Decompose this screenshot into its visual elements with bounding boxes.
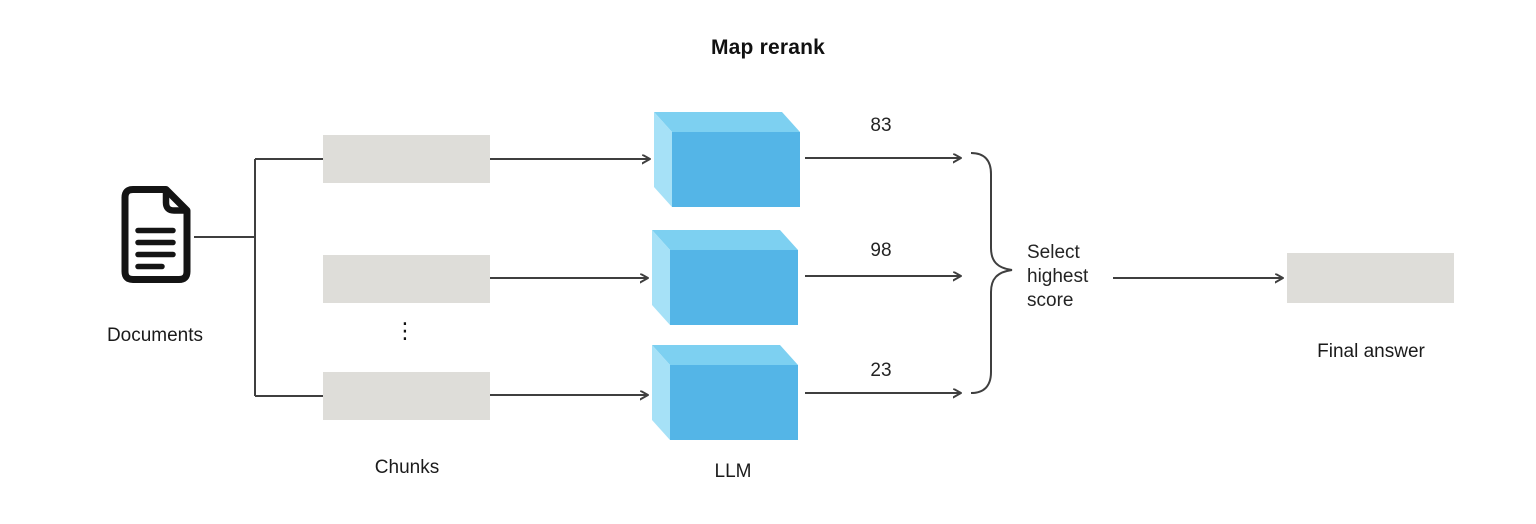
- llm-box-front-face: [670, 250, 798, 325]
- llm-box-top-face: [654, 112, 800, 132]
- chunk-3: [323, 372, 490, 420]
- final-answer-box: [1287, 253, 1454, 303]
- chunks-ellipsis: ⋮: [394, 319, 416, 344]
- final-answer-label: Final answer: [1317, 341, 1425, 362]
- document-icon: [121, 186, 191, 283]
- documents-label: Documents: [106, 325, 204, 346]
- select-label-line-2: highest: [1027, 266, 1089, 287]
- llm-box-side-face: [652, 345, 670, 440]
- chunks-label: Chunks: [374, 457, 440, 478]
- select-label-line-3: score: [1027, 290, 1074, 311]
- llm-box-1: [654, 112, 800, 207]
- curly-brace: [970, 152, 1013, 394]
- page-title: Map rerank: [710, 36, 826, 59]
- llm-box-top-face: [652, 230, 798, 250]
- select-highest-score-label: Select highest score: [1027, 241, 1088, 313]
- select-label-line-1: Select: [1027, 242, 1080, 263]
- llm-box-3: [652, 345, 798, 440]
- llm-box-2: [652, 230, 798, 325]
- llm-label: LLM: [714, 461, 752, 482]
- chunk-2: [323, 255, 490, 303]
- score-3: 23: [870, 360, 892, 381]
- chunk-1: [323, 135, 490, 183]
- llm-box-side-face: [654, 112, 672, 207]
- llm-box-front-face: [672, 132, 800, 207]
- llm-box-side-face: [652, 230, 670, 325]
- llm-box-front-face: [670, 365, 798, 440]
- score-1: 83: [870, 115, 892, 136]
- llm-box-top-face: [652, 345, 798, 365]
- score-2: 98: [870, 240, 892, 261]
